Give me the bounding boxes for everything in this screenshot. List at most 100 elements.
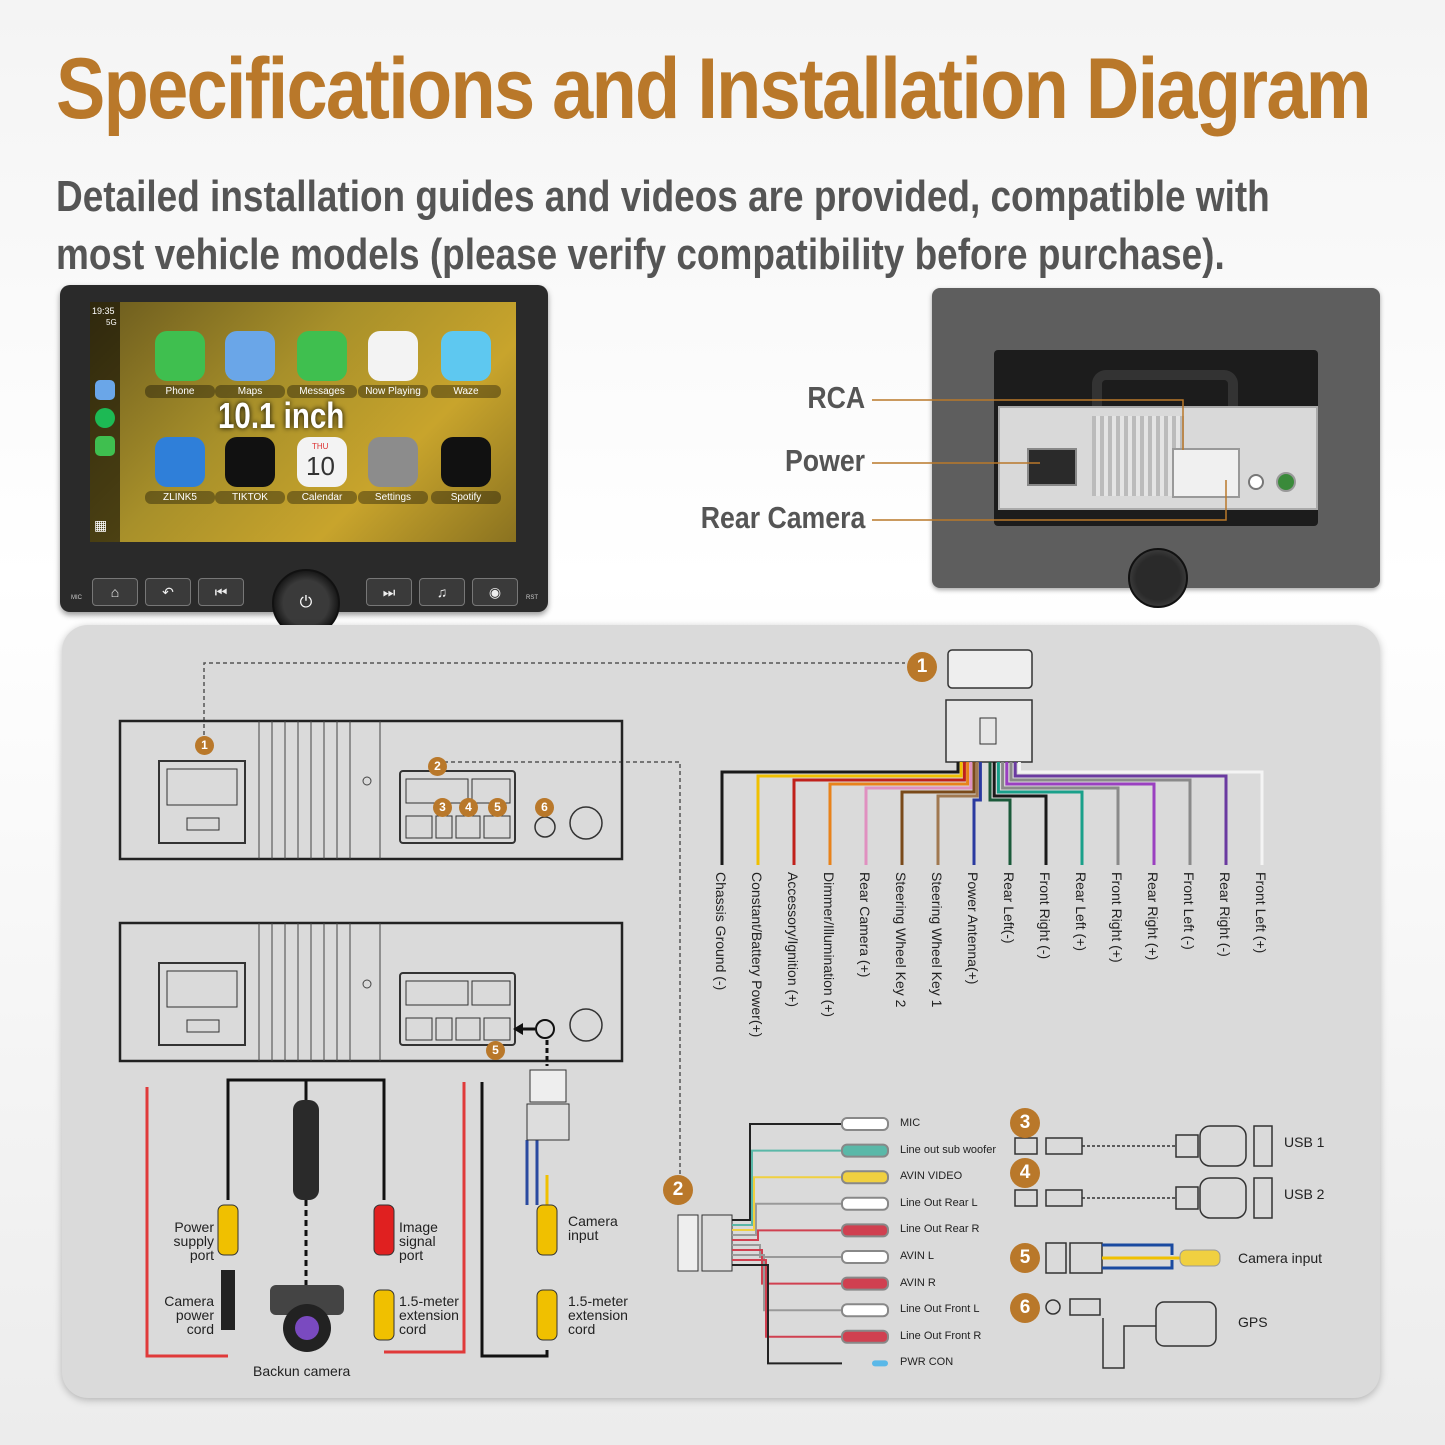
app-label: Spotify: [431, 491, 501, 504]
app-label: Messages: [287, 385, 357, 398]
rca-plug: [841, 1223, 889, 1238]
subtitle-line-2: most vehicle models (please verify compa…: [56, 230, 1225, 279]
badge-1-top: 1: [907, 652, 937, 682]
callout-rca: RCA: [807, 380, 865, 415]
camera-input-label: Camera input: [1238, 1250, 1323, 1266]
power-icon: ⏻: [299, 594, 313, 611]
previous-track-button[interactable]: ⏮: [198, 578, 244, 606]
antenna-socket: [1276, 472, 1296, 492]
spotify-icon[interactable]: [441, 437, 491, 487]
rca-plug: [841, 1329, 889, 1344]
wire-label: Rear Left (+): [1073, 872, 1089, 951]
app-label: TIKTOK: [215, 491, 285, 504]
settings-icon[interactable]: [368, 437, 418, 487]
rca-plug: [841, 1117, 889, 1131]
usb2-label: USB 2: [1284, 1186, 1325, 1202]
page-subtitle: Detailed installation guides and videos …: [56, 168, 1270, 284]
calendar-day: THU: [312, 442, 329, 451]
rca-plug: [841, 1196, 889, 1211]
page-title: Specifications and Installation Diagram: [56, 41, 1372, 137]
now-playing-icon[interactable]: [368, 331, 418, 381]
rca-line: [732, 1202, 842, 1236]
phone-icon[interactable]: [155, 331, 205, 381]
app-label: Maps: [215, 385, 285, 398]
waze-icon[interactable]: [441, 331, 491, 381]
wire-line: [864, 762, 973, 865]
tiktok-icon[interactable]: [225, 437, 275, 487]
badge-3-unit: 3: [433, 798, 452, 817]
wire-label: Front Right (-): [1037, 872, 1053, 960]
next-track-button[interactable]: ⏭: [366, 578, 412, 606]
app-label: ZLINK5: [145, 491, 215, 504]
wire-line: [720, 762, 960, 865]
dock-spotify-icon[interactable]: [95, 408, 115, 428]
time-display: 19:35: [92, 306, 115, 316]
callout-power: Power: [784, 443, 865, 478]
zlink-icon[interactable]: [155, 437, 205, 487]
app-grid-icon[interactable]: ▦: [94, 517, 108, 533]
bezel-mic-label: MIC: [71, 595, 82, 601]
dock-phone-icon[interactable]: [95, 436, 115, 456]
badge-5-unit: 5: [488, 798, 507, 817]
app-label: Phone: [145, 385, 215, 398]
bezel-rst-label: RST: [526, 595, 538, 601]
wire-label: Front Left (+): [1253, 872, 1269, 954]
head-unit-rear: [932, 288, 1380, 588]
badge-1-unit: 1: [195, 736, 214, 755]
screen-size-label: 10.1 inch: [218, 395, 345, 436]
wire-line: [1001, 762, 1120, 865]
wire-label: Front Right (+): [1109, 872, 1125, 963]
rca-socket: [1172, 448, 1240, 498]
dock-maps-icon[interactable]: [95, 380, 115, 400]
wire-line: [996, 762, 1084, 865]
rca-label: PWR CON: [900, 1356, 954, 1369]
wire-line: [900, 762, 976, 865]
back-button[interactable]: ↶: [145, 578, 191, 606]
badge-3-usb: 3: [1010, 1108, 1040, 1138]
rca-label: Line out sub woofer: [900, 1143, 997, 1156]
rca-line: [732, 1249, 842, 1285]
rca-line: [732, 1264, 842, 1365]
wire-line: [988, 762, 1012, 865]
rca-plug: [841, 1276, 889, 1291]
navigation-button[interactable]: ◉: [472, 578, 518, 606]
wire-line: [936, 762, 979, 865]
wire-line: [972, 762, 982, 865]
rca-label: Line Out Front L: [900, 1303, 980, 1316]
badge-6-unit: 6: [535, 798, 554, 817]
power-socket: [1027, 448, 1077, 486]
badge-5-camera: 5: [1010, 1243, 1040, 1273]
rca-line: [732, 1254, 842, 1312]
app-label: Waze: [431, 385, 501, 398]
wire-label: Rear Camera (+): [857, 872, 873, 978]
wire-label: Rear Right (+): [1145, 872, 1161, 961]
maps-icon[interactable]: [225, 331, 275, 381]
backup-camera-label: Backun camera: [253, 1363, 351, 1379]
rca-label: Line Out Rear L: [900, 1196, 978, 1209]
rca-plug: [841, 1170, 889, 1185]
wire-line: [828, 762, 970, 865]
app-label: Now Playing: [358, 385, 428, 398]
calendar-icon[interactable]: [297, 437, 347, 487]
rca-plug: [841, 1143, 889, 1158]
app-label: Calendar: [287, 491, 357, 504]
music-button[interactable]: ♫: [419, 578, 465, 606]
rca-line: [732, 1229, 842, 1241]
wire-line: [756, 762, 963, 865]
wire-label: Steering Wheel Key 2: [893, 872, 909, 1008]
badge-2-rca: 2: [663, 1175, 693, 1205]
wire-label: Rear Right (-): [1217, 872, 1233, 957]
rca-label: MIC: [900, 1117, 921, 1129]
subtitle-line-1: Detailed installation guides and videos …: [56, 172, 1270, 221]
wire-label: Power Antenna(+): [965, 872, 981, 985]
wire-label: Rear Left(-): [1001, 872, 1017, 944]
rca-label: Line Out Rear R: [900, 1223, 980, 1236]
home-button[interactable]: ⌂: [92, 578, 138, 606]
messages-icon[interactable]: [297, 331, 347, 381]
rear-volume-knob: [1128, 548, 1188, 608]
